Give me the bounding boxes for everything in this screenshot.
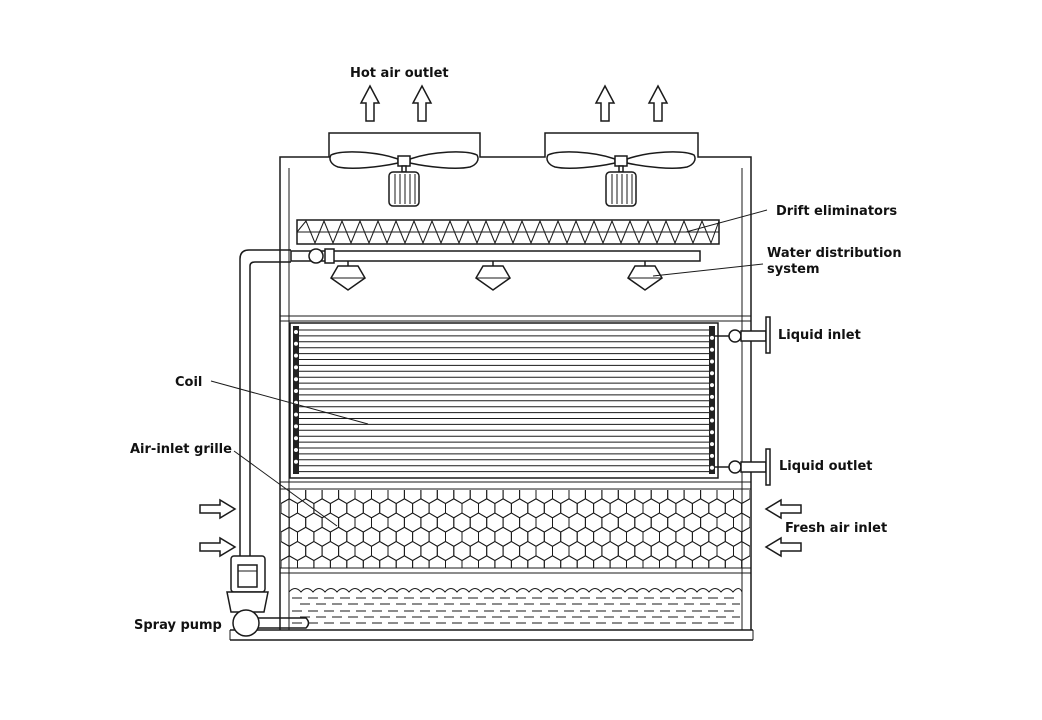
left-arrow-icon xyxy=(764,536,802,558)
coil-header-right xyxy=(709,326,715,474)
label-liquid-inlet: Liquid inlet xyxy=(778,328,861,343)
air-inlet-grille xyxy=(281,490,750,568)
hot-air-outlet-arrows xyxy=(359,84,669,122)
label-hot-air-outlet: Hot air outlet xyxy=(350,66,449,81)
fan-blade-icon xyxy=(409,151,479,169)
spray-nozzle-icon xyxy=(627,261,663,291)
label-fresh-air-inlet: Fresh air inlet xyxy=(785,521,887,536)
fan-blade-icon xyxy=(546,151,616,169)
fan-blade-icon xyxy=(329,151,399,169)
fan-blade-icon xyxy=(626,151,696,169)
right-arrow-icon xyxy=(199,536,237,558)
up-arrow-icon xyxy=(594,84,616,122)
right-arrow-icon xyxy=(199,498,237,520)
water-basin xyxy=(288,588,743,624)
fan-motor-icon xyxy=(388,171,420,207)
tower-casing xyxy=(229,132,754,641)
riser-pipe xyxy=(239,249,291,556)
left-arrow-icon xyxy=(764,498,802,520)
up-arrow-icon xyxy=(359,84,381,122)
up-arrow-icon xyxy=(411,84,433,122)
spray-nozzle-icon xyxy=(475,261,511,291)
label-drift-eliminators: Drift eliminators xyxy=(776,204,897,219)
fresh-air-inlet-arrows xyxy=(199,498,802,558)
fan-right xyxy=(546,151,696,207)
valve-icon xyxy=(308,248,324,264)
label-spray-pump: Spray pump xyxy=(134,618,222,633)
water-distribution-system xyxy=(290,248,701,291)
spray-nozzle-icon xyxy=(330,261,366,291)
label-coil: Coil xyxy=(175,375,202,390)
fan-motor-icon xyxy=(605,171,637,207)
label-liquid-outlet: Liquid outlet xyxy=(779,459,872,474)
drift-eliminators xyxy=(296,219,720,245)
up-arrow-icon xyxy=(647,84,669,122)
coil xyxy=(289,316,771,486)
fan-left xyxy=(329,151,479,207)
label-air-inlet-grille: Air-inlet grille xyxy=(130,442,232,457)
spray-pump xyxy=(226,555,310,637)
label-water-distribution-system: system xyxy=(767,262,820,277)
leader-lines xyxy=(210,209,768,527)
label-water-distribution: Water distribution xyxy=(767,246,902,261)
